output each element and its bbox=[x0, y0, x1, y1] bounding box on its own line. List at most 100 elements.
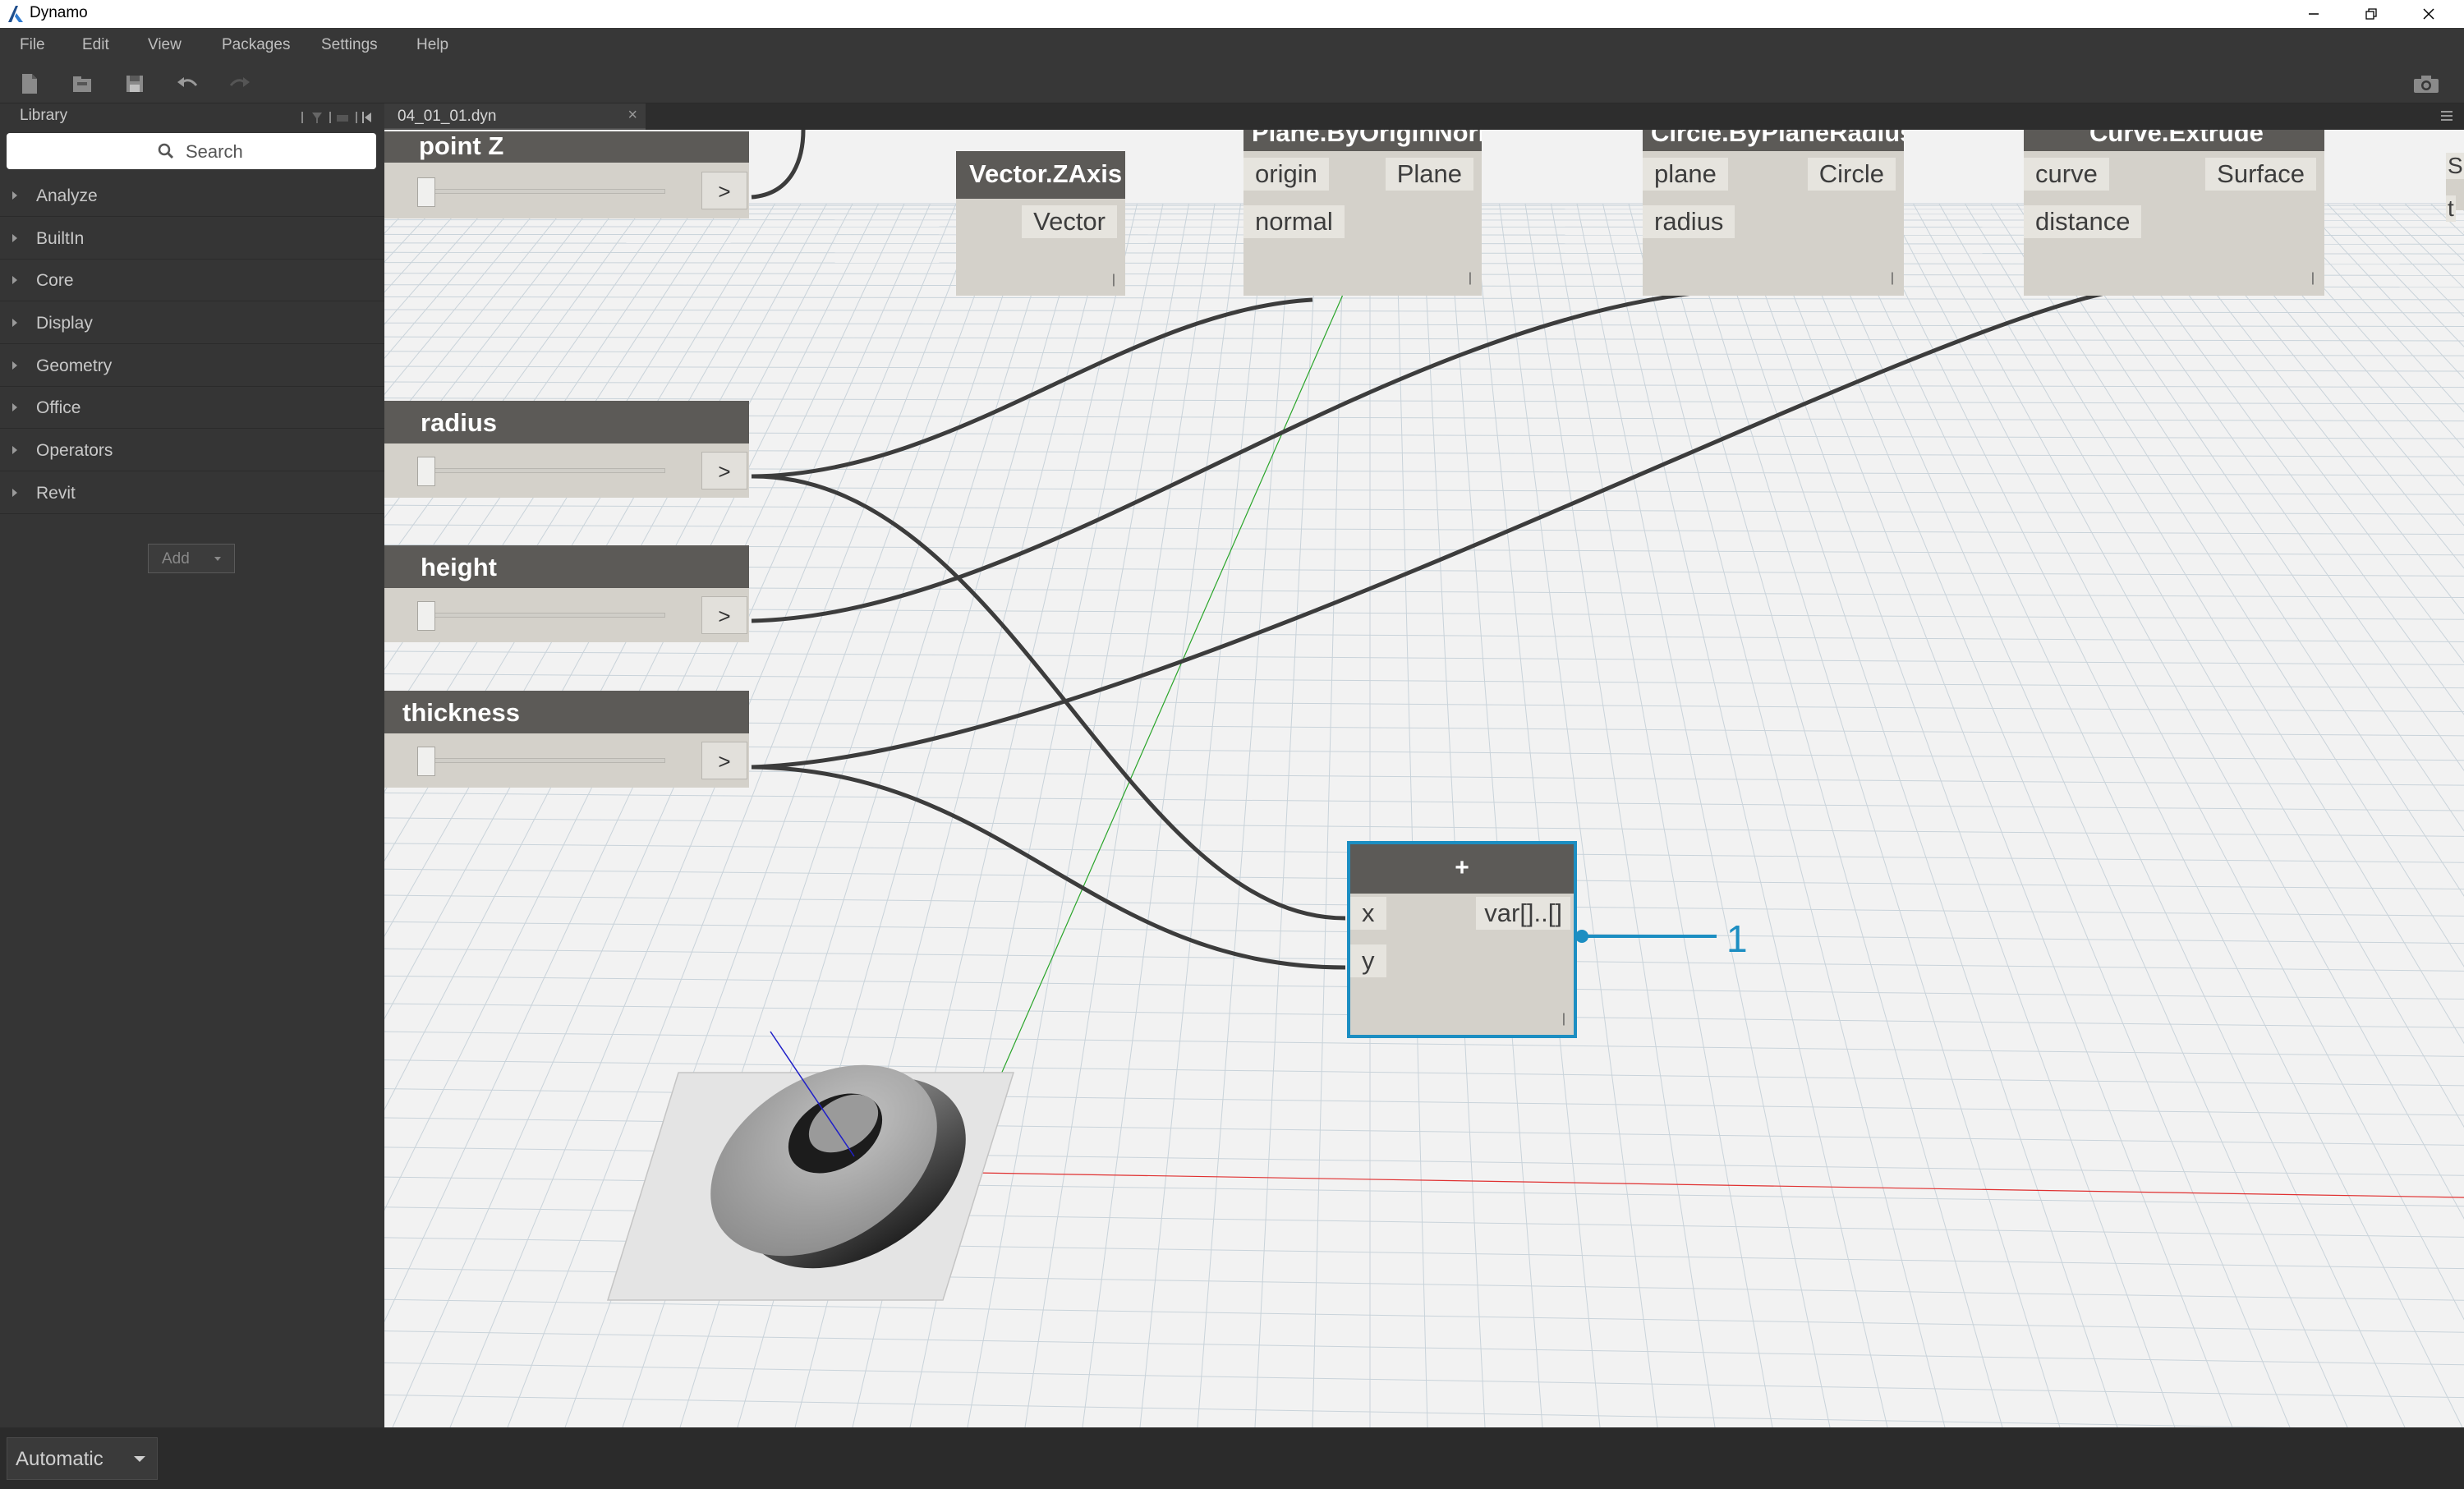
library-add-button[interactable]: Add bbox=[148, 544, 235, 573]
search-icon bbox=[158, 143, 174, 159]
menu-edit[interactable]: Edit bbox=[82, 36, 109, 53]
category-office[interactable]: Office bbox=[0, 388, 384, 429]
node-curve-extrude[interactable]: Curve.Extrude curve distance Surface | bbox=[2024, 130, 2324, 296]
slider-track[interactable] bbox=[417, 613, 665, 618]
minimize-icon bbox=[2309, 13, 2319, 15]
slider-expand-button[interactable]: > bbox=[701, 452, 747, 489]
node-title[interactable]: Circle.ByPlaneRadius bbox=[1643, 130, 1904, 151]
close-window-button[interactable] bbox=[2400, 0, 2457, 28]
category-label: Operators bbox=[36, 441, 113, 460]
node-grip: | bbox=[1468, 271, 1472, 285]
category-builtin[interactable]: BuiltIn bbox=[0, 218, 384, 260]
category-revit[interactable]: Revit bbox=[0, 473, 384, 514]
node-title[interactable]: Curve.Extrude bbox=[2024, 130, 2324, 151]
redo-button[interactable] bbox=[225, 69, 255, 99]
slider-expand-button[interactable]: > bbox=[701, 172, 747, 209]
chevron-down-icon bbox=[134, 1456, 145, 1462]
input-port-origin[interactable]: origin bbox=[1243, 158, 1329, 191]
wires bbox=[751, 130, 2464, 970]
minimize-button[interactable] bbox=[2285, 0, 2342, 28]
slider-label: radius bbox=[421, 408, 498, 437]
category-analyze[interactable]: Analyze bbox=[0, 176, 384, 217]
new-file-button[interactable] bbox=[15, 69, 44, 99]
category-operators[interactable]: Operators bbox=[0, 430, 384, 471]
input-port-radius[interactable]: radius bbox=[1643, 205, 1735, 238]
output-port-vector[interactable]: Vector bbox=[1022, 205, 1117, 238]
workspace-canvas[interactable]: point Z > radius > height > thickness > bbox=[384, 130, 2464, 1427]
save-button[interactable] bbox=[120, 69, 149, 99]
library-panel: Library Search Analyze BuiltIn Core Disp… bbox=[0, 103, 384, 1427]
search-placeholder: Search bbox=[186, 141, 243, 162]
library-view-options-icon[interactable] bbox=[299, 110, 378, 125]
slider-node-height[interactable]: height > bbox=[384, 545, 749, 642]
slider-header[interactable]: point Z bbox=[384, 131, 749, 163]
category-label: Core bbox=[36, 271, 74, 290]
screenshot-button[interactable] bbox=[2411, 69, 2441, 99]
category-core[interactable]: Core bbox=[0, 260, 384, 301]
dropdown-arrow-icon bbox=[214, 557, 221, 561]
node-add[interactable]: + x y var[]..[] | bbox=[1347, 841, 1577, 1038]
tab-close-icon[interactable]: × bbox=[627, 106, 637, 124]
slider-node-thickness[interactable]: thickness > bbox=[384, 691, 749, 788]
window-title: Dynamo bbox=[30, 4, 88, 21]
input-port-curve[interactable]: curve bbox=[2024, 158, 2109, 191]
restore-icon bbox=[2365, 8, 2377, 20]
node-vector-zaxis[interactable]: Vector.ZAxis Vector | bbox=[956, 151, 1125, 296]
slider-thumb[interactable] bbox=[417, 601, 435, 631]
input-port-plane[interactable]: plane bbox=[1643, 158, 1728, 191]
slider-expand-button[interactable]: > bbox=[701, 742, 747, 779]
slider-thumb[interactable] bbox=[417, 747, 435, 776]
offscreen-port-s[interactable]: S bbox=[2446, 153, 2464, 179]
output-port-var[interactable]: var[]..[] bbox=[1476, 897, 1570, 930]
slider-header[interactable]: thickness bbox=[384, 691, 749, 733]
category-geometry[interactable]: Geometry bbox=[0, 346, 384, 387]
menu-file[interactable]: File bbox=[20, 36, 45, 53]
output-port-surface[interactable]: Surface bbox=[2205, 158, 2316, 191]
output-port-circle[interactable]: Circle bbox=[1807, 158, 1896, 191]
slider-body: > bbox=[384, 733, 749, 788]
slider-body: > bbox=[384, 588, 749, 642]
hamburger-menu-icon[interactable] bbox=[2439, 108, 2454, 123]
slider-thumb[interactable] bbox=[417, 457, 435, 486]
node-plane-by-origin-normal[interactable]: Plane.ByOriginNormal origin normal Plane… bbox=[1243, 130, 1482, 296]
slider-node-point-z[interactable]: point Z > bbox=[384, 131, 749, 218]
slider-body: > bbox=[384, 443, 749, 498]
undo-icon bbox=[177, 77, 198, 87]
slider-header[interactable]: height bbox=[384, 545, 749, 588]
menu-view[interactable]: View bbox=[148, 36, 182, 53]
slider-track[interactable] bbox=[417, 758, 665, 763]
category-display[interactable]: Display bbox=[0, 303, 384, 344]
category-label: Analyze bbox=[36, 186, 98, 205]
menu-bar: File Edit View Packages Settings Help bbox=[0, 28, 2464, 62]
undo-button[interactable] bbox=[172, 69, 202, 99]
menu-help[interactable]: Help bbox=[416, 36, 449, 53]
slider-expand-button[interactable]: > bbox=[701, 596, 747, 634]
output-port-plane[interactable]: Plane bbox=[1385, 158, 1473, 191]
menu-settings[interactable]: Settings bbox=[321, 36, 378, 53]
input-port-distance[interactable]: distance bbox=[2024, 205, 2142, 238]
slider-header[interactable]: radius bbox=[384, 401, 749, 443]
node-title[interactable]: + bbox=[1350, 844, 1574, 894]
open-file-button[interactable] bbox=[67, 69, 97, 99]
slider-track[interactable] bbox=[417, 189, 665, 194]
offscreen-port-t[interactable]: t bbox=[2446, 195, 2456, 222]
node-title[interactable]: Plane.ByOriginNormal bbox=[1243, 130, 1482, 151]
slider-label: height bbox=[421, 553, 497, 581]
input-port-normal[interactable]: normal bbox=[1243, 205, 1345, 238]
node-circle-by-plane-radius[interactable]: Circle.ByPlaneRadius plane radius Circle… bbox=[1643, 130, 1904, 296]
menu-packages[interactable]: Packages bbox=[222, 36, 291, 53]
slider-track[interactable] bbox=[417, 468, 665, 473]
slider-thumb[interactable] bbox=[417, 177, 435, 207]
run-mode-select[interactable]: Automatic bbox=[7, 1437, 158, 1480]
tab-workspace[interactable]: 04_01_01.dyn × bbox=[384, 103, 646, 130]
input-port-x[interactable]: x bbox=[1350, 897, 1386, 930]
node-title[interactable]: Vector.ZAxis bbox=[956, 151, 1125, 199]
node-offscreen[interactable]: S t bbox=[2446, 153, 2464, 222]
input-port-y[interactable]: y bbox=[1350, 944, 1386, 977]
slider-node-radius[interactable]: radius > bbox=[384, 401, 749, 498]
callout-dot bbox=[1575, 930, 1588, 943]
library-search-input[interactable]: Search bbox=[7, 133, 376, 169]
save-icon bbox=[126, 76, 143, 92]
restore-button[interactable] bbox=[2342, 0, 2400, 28]
grid-lines bbox=[384, 203, 2464, 1427]
